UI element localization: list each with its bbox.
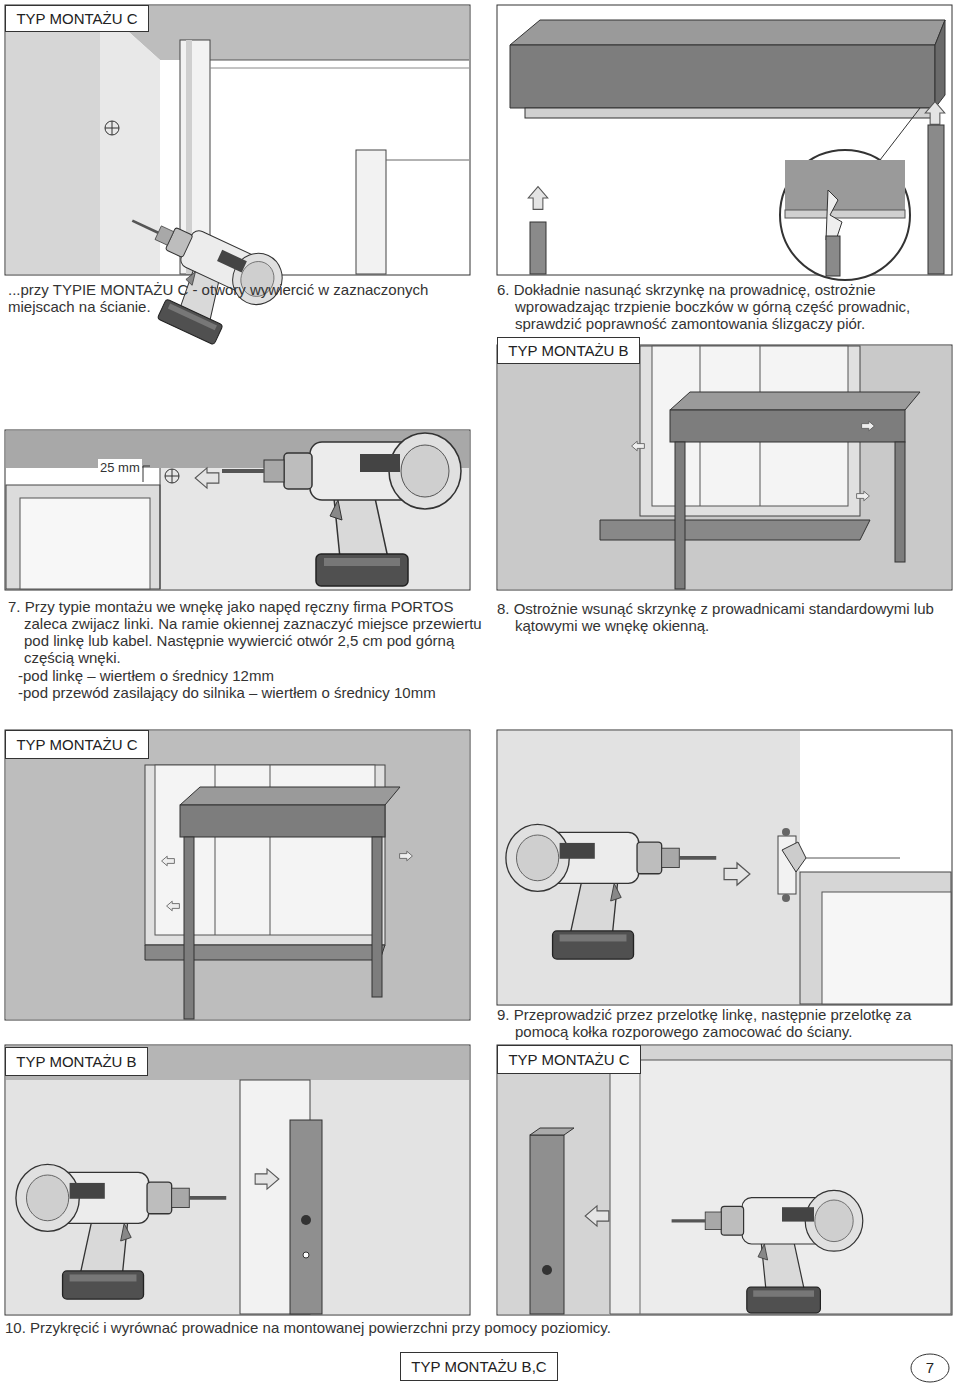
instruction-text: 7. Przy typie montażu we wnękę jako napę… [8, 598, 488, 666]
page-number-text: 7 [926, 1359, 934, 1377]
tab-text: TYP MONTAŻU B [508, 342, 628, 360]
instruction-text: 8. Ostrożnie wsunąć skrzynkę z prowadnic… [497, 600, 952, 634]
mount-type-tab: TYP MONTAŻU B [5, 1047, 148, 1076]
mount-type-tab: TYP MONTAŻU B,C [400, 1352, 558, 1381]
instruction-text: 10. Przykręcić i wyrównać prowadnice na … [5, 1319, 905, 1336]
instruction-text: 6. Dokładnie nasunąć skrzynkę na prowadn… [497, 281, 952, 332]
mount-type-tab: TYP MONTAŻU B [497, 337, 640, 364]
tab-text: TYP MONTAŻU C [16, 10, 137, 28]
tab-text: TYP MONTAŻU B,C [411, 1358, 546, 1376]
instruction-text: -pod linkę – wiertłem o średnicy 12mm [18, 667, 478, 684]
mount-type-tab: TYP MONTAŻU C [5, 730, 149, 759]
tab-text: TYP MONTAŻU B [16, 1053, 136, 1071]
instruction-text: ...przy TYPIE MONTAŻU C - otwory wywierc… [8, 281, 478, 315]
page-number: 7 [910, 1353, 950, 1383]
mount-type-tab: TYP MONTAŻU C [5, 5, 149, 32]
instruction-text: -pod przewód zasilający do silnika – wie… [18, 684, 478, 701]
dimension-label: 25 mm [98, 459, 142, 476]
mount-type-tab: TYP MONTAŻU C [497, 1045, 641, 1074]
instruction-text: 9. Przeprowadzić przez przelotkę linkę, … [497, 1006, 952, 1040]
tab-text: TYP MONTAŻU C [508, 1051, 629, 1069]
tab-text: TYP MONTAŻU C [16, 736, 137, 754]
